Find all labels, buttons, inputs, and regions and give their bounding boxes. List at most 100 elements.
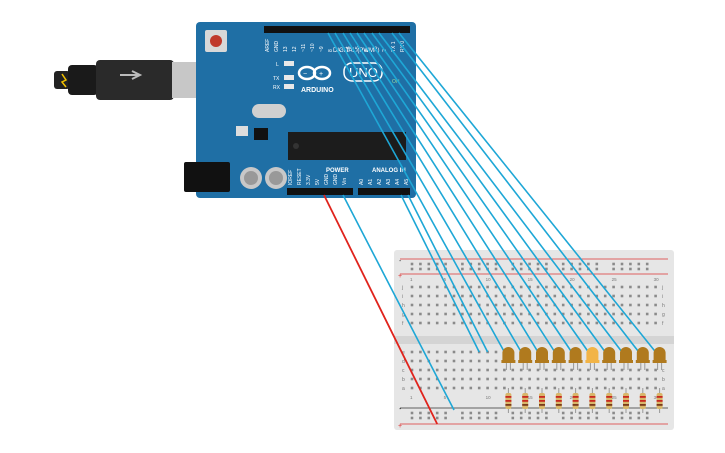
rail-hole[interactable] xyxy=(519,411,523,415)
breadboard-hole[interactable] xyxy=(452,368,456,372)
resistors[interactable] xyxy=(505,388,663,413)
rail-hole[interactable] xyxy=(595,262,599,266)
breadboard-hole[interactable] xyxy=(419,368,422,372)
breadboard-hole[interactable] xyxy=(435,285,439,289)
breadboard-hole[interactable] xyxy=(578,377,582,381)
led[interactable] xyxy=(551,347,566,370)
signal-wire[interactable] xyxy=(363,32,590,353)
led[interactable] xyxy=(535,347,549,370)
breadboard-hole[interactable] xyxy=(528,386,531,390)
breadboard-hole[interactable] xyxy=(503,303,506,307)
led[interactable] xyxy=(518,347,533,370)
breadboard-hole[interactable] xyxy=(620,303,624,307)
rail-hole[interactable] xyxy=(519,416,523,420)
breadboard-hole[interactable] xyxy=(645,312,649,316)
rail-hole[interactable] xyxy=(536,411,540,415)
rail-hole[interactable] xyxy=(578,267,582,271)
rail-hole[interactable] xyxy=(419,411,422,415)
breadboard-hole[interactable] xyxy=(654,312,657,316)
rail-hole[interactable] xyxy=(620,416,624,420)
power-wire[interactable] xyxy=(323,194,439,425)
breadboard-hole[interactable] xyxy=(486,386,489,390)
breadboard-hole[interactable] xyxy=(435,312,439,316)
rail-hole[interactable] xyxy=(587,411,590,415)
breadboard-hole[interactable] xyxy=(461,350,464,354)
rail-hole[interactable] xyxy=(419,416,422,420)
breadboard-hole[interactable] xyxy=(494,350,498,354)
rail-hole[interactable] xyxy=(511,267,515,271)
rail-hole[interactable] xyxy=(435,416,439,420)
rail-hole[interactable] xyxy=(410,416,414,420)
signal-wire[interactable] xyxy=(391,32,640,353)
rail-hole[interactable] xyxy=(629,267,632,271)
rail-hole[interactable] xyxy=(469,411,473,415)
breadboard-hole[interactable] xyxy=(503,368,506,372)
breadboard-hole[interactable] xyxy=(419,377,422,381)
rail-hole[interactable] xyxy=(595,267,599,271)
breadboard-hole[interactable] xyxy=(519,285,523,289)
breadboard-hole[interactable] xyxy=(595,285,599,289)
rail-hole[interactable] xyxy=(645,416,649,420)
rail-hole[interactable] xyxy=(570,267,573,271)
breadboard-hole[interactable] xyxy=(419,294,422,298)
breadboard-hole[interactable] xyxy=(494,377,498,381)
breadboard-hole[interactable] xyxy=(536,368,540,372)
breadboard-hole[interactable] xyxy=(469,386,473,390)
rail-hole[interactable] xyxy=(587,262,590,266)
breadboard-hole[interactable] xyxy=(435,359,439,363)
breadboard-hole[interactable] xyxy=(536,294,540,298)
rail-hole[interactable] xyxy=(494,267,498,271)
rail-hole[interactable] xyxy=(427,411,431,415)
breadboard-hole[interactable] xyxy=(503,377,506,381)
breadboard-hole[interactable] xyxy=(645,377,649,381)
breadboard-hole[interactable] xyxy=(603,377,607,381)
rail-hole[interactable] xyxy=(477,262,481,266)
breadboard-hole[interactable] xyxy=(553,312,557,316)
breadboard-hole[interactable] xyxy=(469,359,473,363)
breadboard-hole[interactable] xyxy=(654,321,657,325)
breadboard-hole[interactable] xyxy=(494,368,498,372)
rail-hole[interactable] xyxy=(570,411,573,415)
rail-hole[interactable] xyxy=(427,267,431,271)
led[interactable] xyxy=(619,347,633,370)
breadboard-hole[interactable] xyxy=(419,312,422,316)
resistor[interactable] xyxy=(606,393,613,409)
breadboard-hole[interactable] xyxy=(419,285,422,289)
breadboard-hole[interactable] xyxy=(612,377,615,381)
breadboard-hole[interactable] xyxy=(654,303,657,307)
breadboard-hole[interactable] xyxy=(595,386,599,390)
resistor[interactable] xyxy=(505,393,512,409)
rail-hole[interactable] xyxy=(536,262,540,266)
rail-hole[interactable] xyxy=(587,416,590,420)
breadboard-hole[interactable] xyxy=(452,312,456,316)
rail-hole[interactable] xyxy=(612,262,615,266)
breadboard-hole[interactable] xyxy=(612,386,615,390)
breadboard-hole[interactable] xyxy=(620,312,624,316)
breadboard-hole[interactable] xyxy=(503,285,506,289)
rail-hole[interactable] xyxy=(578,262,582,266)
breadboard-hole[interactable] xyxy=(536,377,540,381)
breadboard-hole[interactable] xyxy=(637,294,641,298)
breadboard-hole[interactable] xyxy=(461,377,464,381)
breadboard-hole[interactable] xyxy=(444,350,447,354)
breadboard-hole[interactable] xyxy=(595,321,599,325)
breadboard[interactable]: + - - + jjiihhggffeeddccbbaa115510101515… xyxy=(394,250,674,430)
breadboard-hole[interactable] xyxy=(612,303,615,307)
breadboard-hole[interactable] xyxy=(486,303,489,307)
breadboard-hole[interactable] xyxy=(645,285,649,289)
breadboard-hole[interactable] xyxy=(427,350,431,354)
breadboard-hole[interactable] xyxy=(561,386,565,390)
breadboard-hole[interactable] xyxy=(452,303,456,307)
breadboard-hole[interactable] xyxy=(595,303,599,307)
rail-hole[interactable] xyxy=(494,416,498,420)
rail-hole[interactable] xyxy=(629,411,632,415)
breadboard-hole[interactable] xyxy=(469,377,473,381)
rail-hole[interactable] xyxy=(511,411,515,415)
rail-hole[interactable] xyxy=(612,416,615,420)
breadboard-hole[interactable] xyxy=(561,303,565,307)
rail-hole[interactable] xyxy=(612,267,615,271)
breadboard-hole[interactable] xyxy=(494,285,498,289)
breadboard-hole[interactable] xyxy=(427,312,431,316)
breadboard-hole[interactable] xyxy=(545,377,548,381)
